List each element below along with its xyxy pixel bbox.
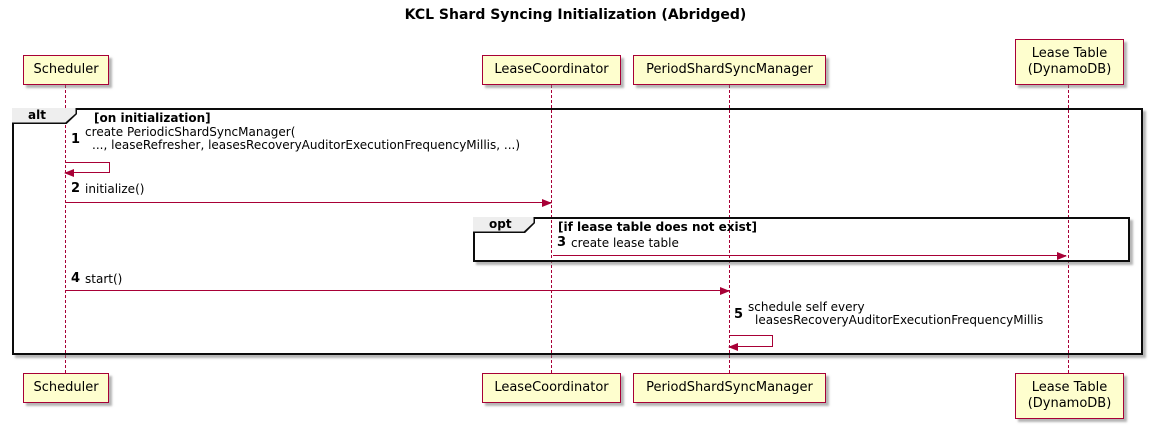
message-5-text-line2: leasesRecoveryAuditorExecutionFrequencyM… [755,313,1044,327]
lifeline-lease-coordinator [551,85,552,373]
message-5-self-arrow [728,335,773,351]
participant-label-line1: Lease Table [1031,46,1108,61]
lifeline-scheduler [65,85,66,373]
participant-label-line2: (DynamoDB) [1027,396,1112,411]
opt-frame-tab: opt [473,217,535,233]
participant-label-line1: Lease Table [1031,380,1108,395]
participant-period-shard-sync-manager-bottom: PeriodShardSyncManager [633,373,826,403]
message-2-text: initialize() [85,181,145,196]
participant-label-line2: (DynamoDB) [1027,62,1112,77]
message-5-text-line1: schedule self every [748,300,865,314]
alt-operator-label: alt [28,108,46,122]
participant-label: PeriodShardSyncManager [646,62,813,77]
opt-operator-label: opt [489,217,512,231]
message-3-text: create lease table [571,235,679,250]
message-5-label: 5 schedule self every leasesRecoveryAudi… [734,301,1043,327]
arrowhead-right-icon [720,286,730,295]
arrowhead-left-icon [64,168,74,177]
message-4-number: 4 [71,271,81,286]
lifeline-lease-table [1068,85,1069,373]
opt-guard-label: [if lease table does not exist] [558,220,758,234]
participant-period-shard-sync-manager-top: PeriodShardSyncManager [633,55,826,85]
message-4-text: start() [85,271,123,286]
message-1-text-line1: create PeriodicShardSyncManager( [85,125,296,139]
message-2-label: 2 initialize() [71,181,144,196]
message-4-arrow [66,286,730,295]
alt-guard-label: [on initialization] [94,111,211,125]
participant-scheduler-bottom: Scheduler [23,373,109,403]
message-3-label: 3 create lease table [557,235,679,250]
participant-lease-table-top: Lease Table (DynamoDB) [1015,39,1124,85]
participant-label: LeaseCoordinator [494,62,609,77]
message-4-label: 4 start() [71,271,122,286]
arrowhead-left-icon [728,342,738,351]
arrowhead-right-icon [1057,251,1067,260]
alt-frame-tab: alt [12,108,77,124]
alt-frame-tab-shape [12,108,77,124]
participant-label: PeriodShardSyncManager [646,380,813,395]
message-3-number: 3 [557,235,567,250]
participant-lease-table-bottom: Lease Table (DynamoDB) [1015,373,1124,419]
message-2-arrow [66,198,552,207]
opt-frame: opt [if lease table does not exist] [473,217,1130,262]
participant-lease-coordinator-bottom: LeaseCoordinator [482,373,621,403]
opt-frame-tab-shape [473,217,535,233]
message-2-number: 2 [71,181,81,196]
participant-label: Scheduler [33,380,99,395]
participant-scheduler-top: Scheduler [23,55,109,85]
message-1-self-arrow [64,162,110,177]
message-1-number: 1 [71,131,81,147]
alt-frame: alt [on initialization] [12,108,1143,355]
participant-label: Scheduler [33,62,99,77]
message-3-arrow [553,251,1067,260]
arrowhead-right-icon [542,198,552,207]
message-1-text-line2: ..., leaseRefresher, leasesRecoveryAudit… [92,138,521,152]
lifeline-period-shard-sync-manager [729,85,730,373]
diagram-title: KCL Shard Syncing Initialization (Abridg… [404,7,747,23]
participant-label: LeaseCoordinator [494,380,609,395]
participant-lease-coordinator-top: LeaseCoordinator [482,55,621,85]
message-5-number: 5 [734,306,744,322]
message-1-label: 1 create PeriodicShardSyncManager( ..., … [71,126,520,152]
